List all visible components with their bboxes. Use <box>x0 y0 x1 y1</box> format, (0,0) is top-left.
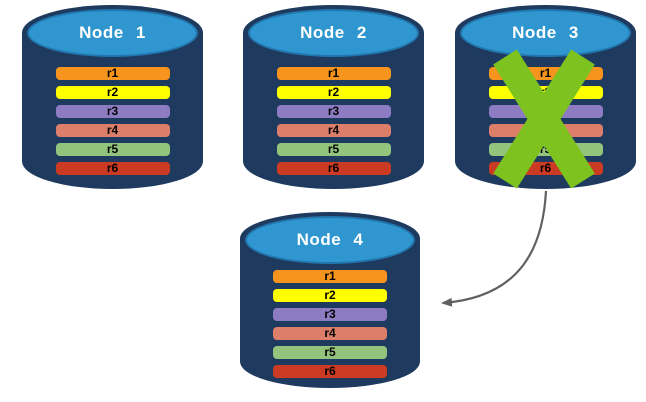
record-r6: r6 <box>55 161 170 175</box>
record-r5: r5 <box>273 346 387 359</box>
record-r4: r4 <box>488 123 603 137</box>
record-r1: r1 <box>55 66 170 80</box>
record-r2: r2 <box>488 85 603 99</box>
record-r4: r4 <box>55 123 170 137</box>
record-r6-label: r6 <box>106 161 119 175</box>
node-3: Node 3 r1 r2 r3 r4 r5 r6 <box>455 5 636 189</box>
record-r6-label: r6 <box>327 161 340 175</box>
node-4-top: Node 4 <box>245 216 415 264</box>
record-r2-label: r2 <box>324 288 336 302</box>
record-r3: r3 <box>55 104 170 118</box>
record-r2: r2 <box>55 85 170 99</box>
record-r1: r1 <box>488 66 603 80</box>
record-r3: r3 <box>488 104 603 118</box>
record-r3: r3 <box>273 308 387 321</box>
record-r3-label: r3 <box>106 104 119 118</box>
node-2-title: Node 2 <box>300 23 367 42</box>
node-4: Node 4 r1 r2 r3 r4 r5 r6 <box>240 212 420 388</box>
record-r4: r4 <box>273 327 387 340</box>
record-r5-label: r5 <box>324 345 336 359</box>
record-r2-label: r2 <box>539 85 552 99</box>
record-r3-label: r3 <box>327 104 340 118</box>
record-r5-label: r5 <box>327 142 340 156</box>
record-r6: r6 <box>488 161 603 175</box>
node-1: Node 1 r1 r2 r3 r4 r5 r6 <box>22 5 203 189</box>
node-4-records: r1 r2 r3 r4 r5 r6 <box>240 270 420 378</box>
record-r6: r6 <box>276 161 391 175</box>
record-r6: r6 <box>273 365 387 378</box>
node-2-top: Node 2 <box>248 9 419 57</box>
record-r4-label: r4 <box>327 123 340 137</box>
record-r4-label: r4 <box>324 326 336 340</box>
record-r3-label: r3 <box>539 104 552 118</box>
record-r4-label: r4 <box>106 123 119 137</box>
record-r5: r5 <box>55 142 170 156</box>
record-r5-label: r5 <box>539 142 552 156</box>
node-2: Node 2 r1 r2 r3 r4 r5 r6 <box>243 5 424 189</box>
node-3-top: Node 3 <box>460 9 631 57</box>
record-r2-label: r2 <box>327 85 340 99</box>
record-r1: r1 <box>276 66 391 80</box>
record-r2: r2 <box>276 85 391 99</box>
record-r3: r3 <box>276 104 391 118</box>
record-r1-label: r1 <box>327 66 340 80</box>
record-r4: r4 <box>276 123 391 137</box>
record-r1-label: r1 <box>539 66 552 80</box>
record-r1: r1 <box>273 270 387 283</box>
node-1-top: Node 1 <box>27 9 198 57</box>
node-3-title: Node 3 <box>512 23 579 42</box>
record-r4-label: r4 <box>539 123 552 137</box>
record-r2: r2 <box>273 289 387 302</box>
record-r5: r5 <box>276 142 391 156</box>
record-r5-label: r5 <box>106 142 119 156</box>
node-3-records: r1 r2 r3 r4 r5 r6 <box>455 67 636 175</box>
node-4-title: Node 4 <box>296 230 364 249</box>
record-r1-label: r1 <box>324 269 336 283</box>
node-1-title: Node 1 <box>79 23 146 42</box>
record-r5: r5 <box>488 142 603 156</box>
record-r2-label: r2 <box>106 85 119 99</box>
record-r3-label: r3 <box>324 307 336 321</box>
record-r1-label: r1 <box>106 66 119 80</box>
node-1-records: r1 r2 r3 r4 r5 r6 <box>22 67 203 175</box>
record-r6-label: r6 <box>324 364 336 378</box>
node-2-records: r1 r2 r3 r4 r5 r6 <box>243 67 424 175</box>
record-r6-label: r6 <box>539 161 552 175</box>
